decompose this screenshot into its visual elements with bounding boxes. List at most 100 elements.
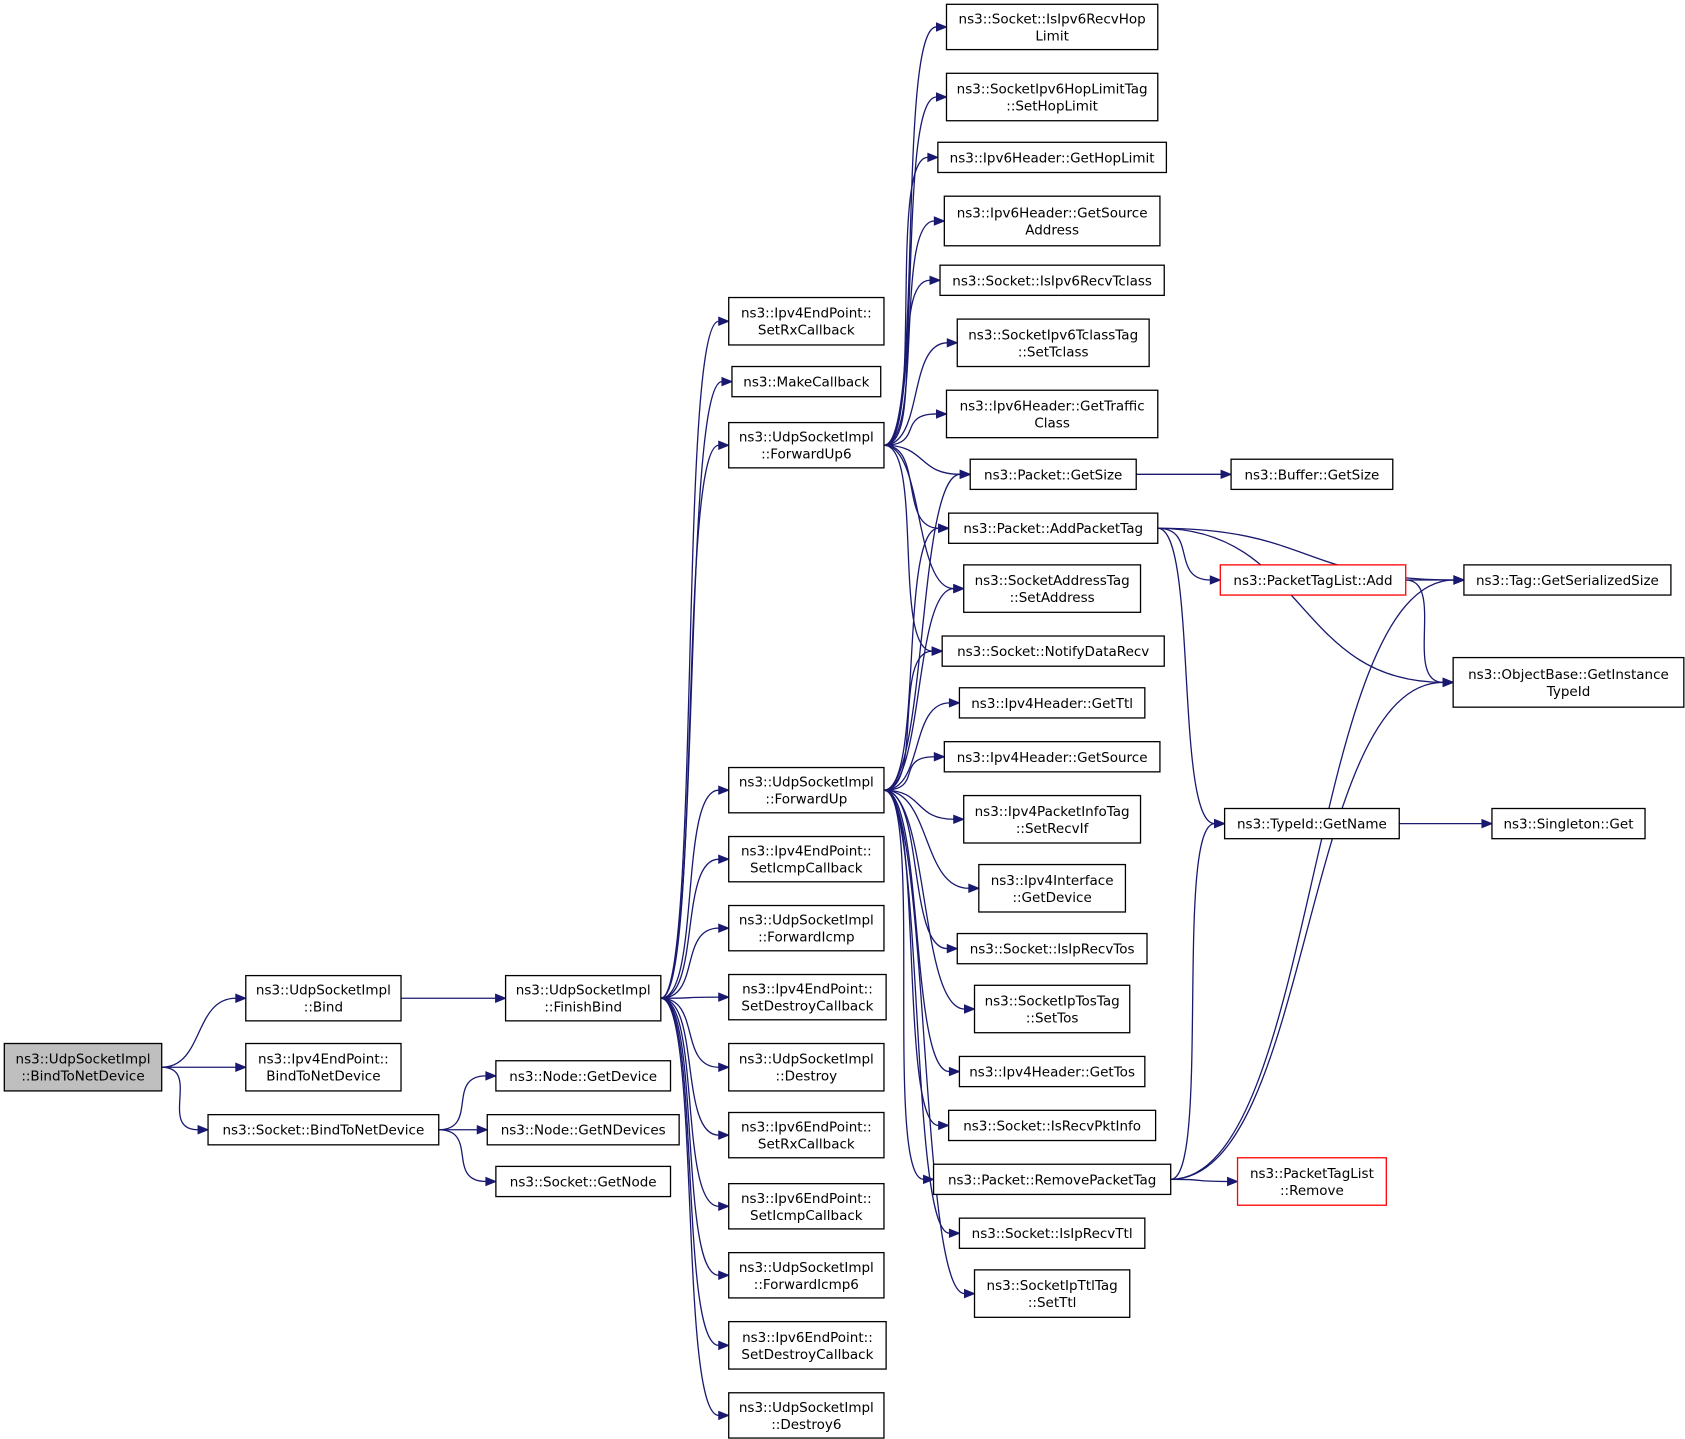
node-label: ns3::SocketIpTtlTag xyxy=(987,1278,1118,1294)
edge-typeidname-to-singleton xyxy=(1399,818,1494,829)
node-label: ns3::Ipv6EndPoint:: xyxy=(741,1120,872,1136)
node-addrtagset[interactable]: ns3::SocketAddressTag::SetAddress xyxy=(963,564,1142,613)
node-box xyxy=(728,1392,885,1439)
edge-line xyxy=(883,279,931,446)
arrowhead-icon xyxy=(935,409,948,419)
edge-line xyxy=(660,997,719,1136)
node-ttltagset[interactable]: ns3::SocketIpTtlTag::SetTtl xyxy=(973,1269,1131,1318)
edge-line xyxy=(883,96,937,446)
node-box xyxy=(728,421,885,469)
node-isipttl[interactable]: ns3::Socket::IsIpRecvTtl xyxy=(958,1217,1146,1249)
edge-fwdup-to-v4getttl xyxy=(883,698,961,791)
node-v6seticmp[interactable]: ns3::Ipv6EndPoint::SetIcmpCallback xyxy=(728,1182,885,1230)
arrowhead-icon xyxy=(964,1004,976,1014)
node-fwdicmp[interactable]: ns3::UdpSocketImpl::ForwardIcmp xyxy=(728,904,885,952)
arrowhead-icon xyxy=(946,338,959,348)
node-fwdup6[interactable]: ns3::UdpSocketImpl::ForwardUp6 xyxy=(728,421,885,469)
node-pktgetsize[interactable]: ns3::Packet::GetSize xyxy=(969,458,1137,491)
node-label: SetDestroyCallback xyxy=(741,999,873,1015)
node-ptladd[interactable]: ns3::PacketTagList::Add xyxy=(1219,564,1407,596)
node-ifgetdev[interactable]: ns3::Ipv4Interface::GetDevice xyxy=(978,863,1127,913)
node-label: ::BindToNetDevice xyxy=(21,1069,144,1085)
arrowhead-icon xyxy=(718,1130,731,1140)
node-label: ns3::Node::GetNDevices xyxy=(501,1123,666,1139)
node-rmpkttag[interactable]: ns3::Packet::RemovePacketTag xyxy=(932,1163,1172,1196)
node-singleton[interactable]: ns3::Singleton::Get xyxy=(1491,807,1646,840)
node-label: ns3::Packet::AddPacketTag xyxy=(963,521,1143,537)
node-v4setdestroy[interactable]: ns3::Ipv4EndPoint::SetDestroyCallback xyxy=(728,973,887,1021)
node-finishbind[interactable]: ns3::UdpSocketImpl::FinishBind xyxy=(504,974,662,1022)
node-isv6tclass[interactable]: ns3::Socket::IsIpv6RecvTclass xyxy=(939,264,1165,297)
node-addpkttag[interactable]: ns3::Packet::AddPacketTag xyxy=(947,512,1159,544)
node-bufgetsize[interactable]: ns3::Buffer::GetSize xyxy=(1230,458,1394,491)
node-box xyxy=(3,1042,163,1092)
node-label: ns3::Buffer::GetSize xyxy=(1244,467,1379,483)
node-ptlremove[interactable]: ns3::PacketTagList::Remove xyxy=(1236,1157,1387,1206)
arrowhead-icon xyxy=(1453,575,1466,585)
node-v4getsrc[interactable]: ns3::Ipv4Header::GetSource xyxy=(943,741,1161,773)
node-label: ns3::Ipv4EndPoint:: xyxy=(741,844,872,860)
node-fwdicmp6[interactable]: ns3::UdpSocketImpl::ForwardIcmp6 xyxy=(728,1251,885,1299)
node-label: ns3::Socket::BindToNetDevice xyxy=(223,1123,425,1139)
node-root[interactable]: ns3::UdpSocketImpl::BindToNetDevice xyxy=(3,1042,163,1092)
node-pktinfoset[interactable]: ns3::Ipv4PacketInfoTag::SetRecvIf xyxy=(963,794,1142,844)
edge-finishbind-to-v6setrx xyxy=(660,997,731,1140)
node-fwdup[interactable]: ns3::UdpSocketImpl::ForwardUp xyxy=(728,766,885,814)
node-v4gettos[interactable]: ns3::Ipv4Header::GetTos xyxy=(958,1055,1146,1088)
node-sockbind[interactable]: ns3::Socket::BindToNetDevice xyxy=(207,1114,440,1146)
edge-line xyxy=(883,789,950,1234)
arrowhead-icon xyxy=(1227,1176,1239,1187)
node-v4setrx[interactable]: ns3::Ipv4EndPoint::SetRxCallback xyxy=(728,296,885,346)
edge-line xyxy=(1405,579,1444,684)
node-box xyxy=(245,1042,402,1092)
node-label: ::Remove xyxy=(1280,1183,1344,1199)
edge-fwdup-to-isiptos xyxy=(883,789,959,954)
node-nodegetndev[interactable]: ns3::Node::GetNDevices xyxy=(486,1114,680,1146)
node-v6gethop[interactable]: ns3::Ipv6Header::GetHopLimit xyxy=(937,141,1168,174)
edge-fwdup-to-ifgetdev xyxy=(883,789,981,894)
node-label: ns3::SocketIpv6HopLimitTag xyxy=(957,82,1148,98)
node-label: SetDestroyCallback xyxy=(741,1347,873,1363)
node-destroy[interactable]: ns3::UdpSocketImpl::Destroy xyxy=(728,1042,885,1092)
edge-line xyxy=(1157,527,1211,581)
node-isrecvpkt[interactable]: ns3::Socket::IsRecvPktInfo xyxy=(947,1109,1157,1142)
node-box xyxy=(939,264,1165,297)
node-label: SetRxCallback xyxy=(758,323,855,339)
node-tostagset[interactable]: ns3::SocketIpTosTag::SetTos xyxy=(973,984,1131,1034)
node-label: ns3::Packet::RemovePacketTag xyxy=(948,1172,1156,1188)
edge-rmpkttag-to-ptlremove xyxy=(1170,1176,1239,1187)
node-box xyxy=(969,458,1137,491)
node-tclasstagset[interactable]: ns3::SocketIpv6TclassTag::SetTclass xyxy=(956,318,1150,368)
arrowhead-icon xyxy=(948,1228,961,1238)
node-makecb[interactable]: ns3::MakeCallback xyxy=(731,365,882,398)
node-label: ns3::UdpSocketImpl xyxy=(739,1400,874,1416)
edge-line xyxy=(660,997,719,1207)
node-label: ns3::SocketIpv6TclassTag xyxy=(968,327,1138,343)
node-v4bindnd[interactable]: ns3::Ipv4EndPoint::BindToNetDevice xyxy=(245,1042,402,1092)
node-v6setdestroy[interactable]: ns3::Ipv6EndPoint::SetDestroyCallback xyxy=(728,1320,887,1370)
node-v4seticmp[interactable]: ns3::Ipv4EndPoint::SetIcmpCallback xyxy=(728,835,885,883)
node-v6setrx[interactable]: ns3::Ipv6EndPoint::SetRxCallback xyxy=(728,1111,885,1159)
node-hoptagset[interactable]: ns3::SocketIpv6HopLimitTag::SetHopLimit xyxy=(945,72,1159,122)
node-label: ::ForwardIcmp xyxy=(758,930,855,946)
node-typeidname[interactable]: ns3::TypeId::GetName xyxy=(1223,807,1400,840)
node-sockgetnode[interactable]: ns3::Socket::GetNode xyxy=(495,1165,672,1198)
node-v4getttl[interactable]: ns3::Ipv4Header::GetTtl xyxy=(958,687,1146,719)
node-isiptos[interactable]: ns3::Socket::IsIpRecvTos xyxy=(956,932,1148,965)
node-destroy6[interactable]: ns3::UdpSocketImpl::Destroy6 xyxy=(728,1392,885,1439)
node-bind[interactable]: ns3::UdpSocketImpl::Bind xyxy=(245,974,402,1022)
node-label: ns3::PacketTagList xyxy=(1250,1166,1374,1182)
node-taggetser[interactable]: ns3::Tag::GetSerializedSize xyxy=(1463,564,1672,596)
edge-sockbind-to-nodegetdev xyxy=(438,1071,498,1131)
arrowhead-icon xyxy=(933,752,946,762)
arrowhead-icon xyxy=(1209,575,1222,585)
edge-line xyxy=(660,320,719,999)
node-box xyxy=(973,1269,1131,1318)
node-box xyxy=(947,1109,1157,1142)
node-nodegetdev[interactable]: ns3::Node::GetDevice xyxy=(495,1060,672,1092)
node-notifyrecv[interactable]: ns3::Socket::NotifyDataRecv xyxy=(941,635,1165,667)
